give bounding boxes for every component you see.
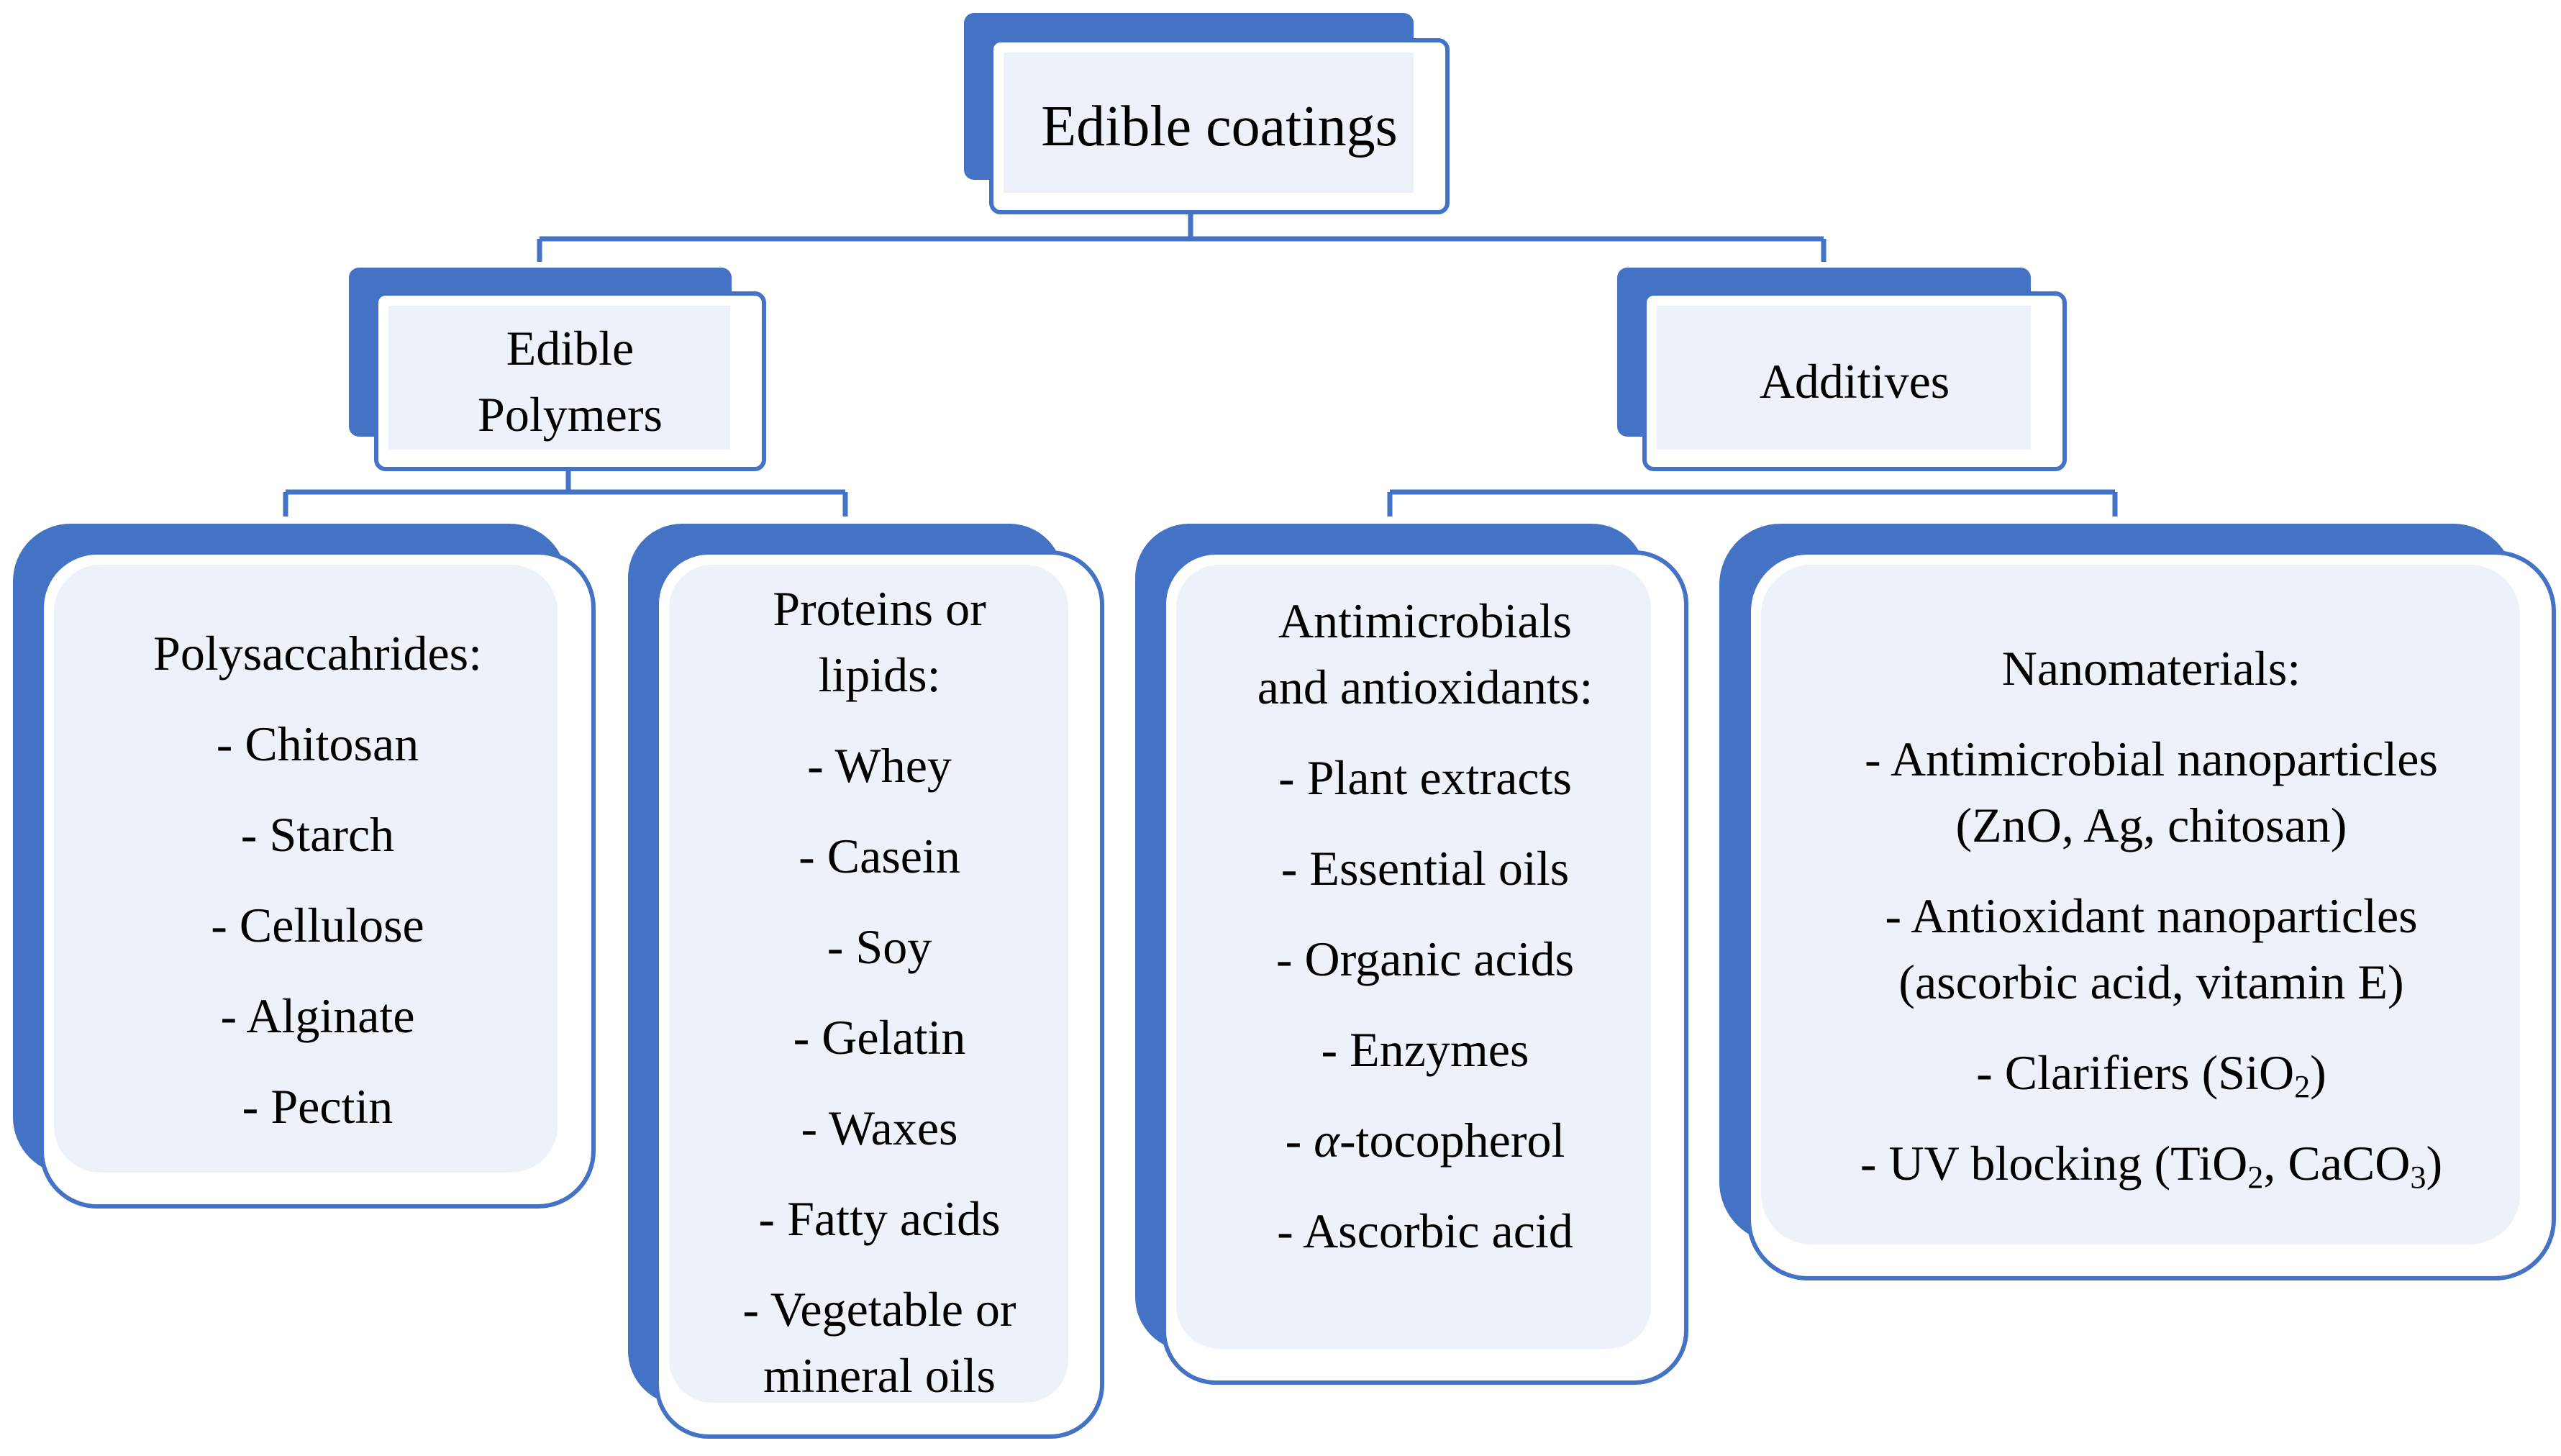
proteins-item: - Gelatin [793, 1010, 966, 1065]
polysaccharides-item: - Starch [240, 806, 395, 862]
additives-fill [1657, 306, 2031, 450]
nanomaterials-heading: Nanomaterials: [2001, 640, 2301, 696]
antimicrobials-item-tocopherol: - α-tocopherol [1286, 1107, 1565, 1173]
tocopherol-prefix: - [1285, 1113, 1314, 1168]
clarifiers-close: ) [2310, 1045, 2326, 1100]
uv-close: ) [2426, 1135, 2443, 1191]
root-fill [1004, 53, 1414, 193]
uv-subscript-2: 3 [2410, 1159, 2426, 1195]
uv-subscript-1: 2 [2247, 1159, 2264, 1195]
proteins-heading-line1: Proteins or [773, 581, 986, 636]
polymers-label-line1: Edible [506, 321, 634, 376]
nanomaterials-item2-line1: - Antioxidant nanoparticles [1885, 888, 2418, 943]
nanomaterials-item3: - Clarifiers (SiO2) [1976, 1039, 2326, 1106]
proteins-item: mineral oils [763, 1348, 996, 1403]
antimicrobials-item: - Ascorbic acid [1277, 1204, 1573, 1258]
tocopherol-alpha: α [1314, 1113, 1339, 1168]
antimicrobials-item: - Plant extracts [1278, 750, 1572, 805]
proteins-item: - Waxes [801, 1101, 958, 1155]
polysaccharides-item: - Alginate [220, 988, 415, 1043]
nanomaterials-item1-line2: (ZnO, Ag, chitosan) [1955, 797, 2347, 852]
antimicrobials-item: - Organic acids [1275, 932, 1575, 986]
uv-text: - UV blocking (TiO [1860, 1135, 2248, 1191]
proteins-heading-line2: lipids: [818, 647, 941, 702]
proteins-item: - Fatty acids [758, 1191, 1001, 1246]
clarifiers-text: - Clarifiers (SiO [1976, 1045, 2295, 1100]
polysaccharides-item: - Pectin [242, 1078, 394, 1134]
polymers-label-line2: Polymers [478, 387, 663, 442]
proteins-item: - Vegetable or [742, 1282, 1016, 1337]
antimicrobials-heading-line2: and antioxidants: [1257, 660, 1593, 714]
polysaccharides-item: - Cellulose [211, 897, 424, 952]
antimicrobials-item: - Essential oils [1280, 841, 1570, 896]
polymers-fill [388, 306, 730, 450]
proteins-item: - Soy [827, 919, 932, 974]
proteins-fill [669, 565, 1068, 1403]
polysaccharides-item: - Chitosan [216, 716, 419, 771]
tocopherol-rest: -tocopherol [1339, 1113, 1565, 1168]
polysaccharides-fill [54, 565, 558, 1173]
nanomaterials-item1-line1: - Antimicrobial nanoparticles [1865, 731, 2438, 786]
antimicrobials-fill [1176, 565, 1651, 1349]
proteins-item: - Whey [807, 738, 952, 793]
antimicrobials-item: - Enzymes [1321, 1022, 1529, 1077]
nanomaterials-item2-line2: (ascorbic acid, vitamin E) [1898, 954, 2404, 1009]
uv-text-mid: , CaCO [2263, 1135, 2411, 1191]
antimicrobials-heading-line1: Antimicrobials [1278, 593, 1572, 648]
polysaccharides-heading: Polysaccahrides: [153, 625, 482, 681]
additives-label: Additives [1759, 354, 1950, 409]
nanomaterials-fill [1761, 565, 2520, 1245]
proteins-item: - Casein [799, 829, 960, 883]
clarifiers-subscript: 2 [2294, 1068, 2311, 1104]
nanomaterials-item4: - UV blocking (TiO2, CaCO3) [1860, 1130, 2442, 1196]
root-label: Edible coatings [1041, 94, 1398, 158]
